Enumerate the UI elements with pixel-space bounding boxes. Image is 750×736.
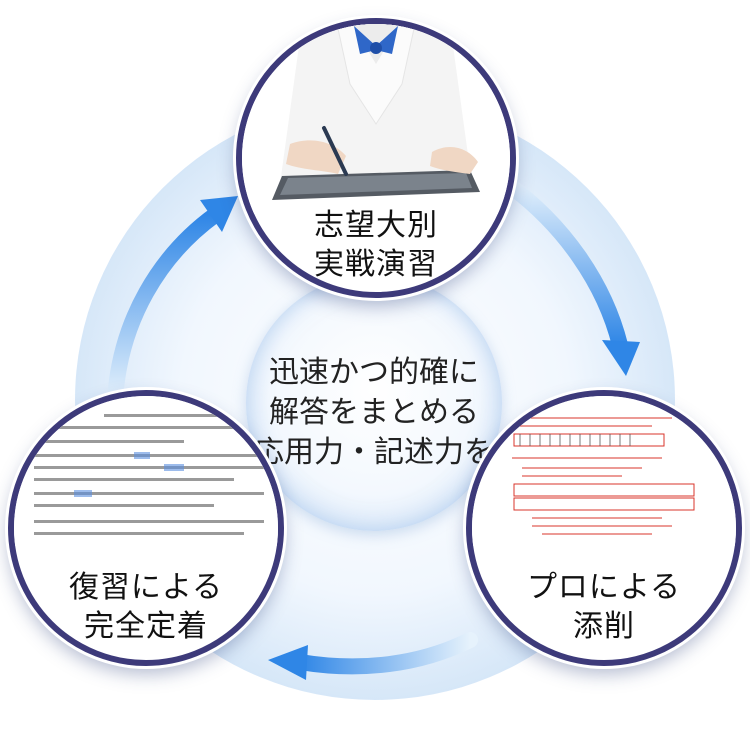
node-correction-line-1: プロによる bbox=[526, 570, 682, 605]
node-review: 復習による 完全定着 bbox=[8, 390, 284, 666]
center-message: 迅速かつ的確に 解答をまとめる 応用力・記述力を bbox=[246, 353, 502, 473]
node-practice-label: 志望大別 実戦演習 bbox=[242, 206, 510, 284]
node-review-line-1: 復習による bbox=[68, 570, 224, 605]
textbook-page-icon bbox=[14, 396, 278, 546]
node-practice-line-2: 実戦演習 bbox=[314, 247, 438, 282]
center-line-1: 迅速かつ的確に bbox=[269, 355, 479, 390]
node-review-label: 復習による 完全定着 bbox=[14, 568, 278, 646]
arrow-practice-to-correction bbox=[497, 174, 640, 376]
node-practice: 志望大別 実戦演習 bbox=[236, 18, 516, 298]
center-line-2: 解答をまとめる bbox=[269, 395, 479, 430]
center-line-3: 応用力・記述力を bbox=[254, 435, 494, 470]
center-message-circle: 迅速かつ的確に 解答をまとめる 応用力・記述力を bbox=[246, 275, 502, 531]
arrow-correction-to-review bbox=[268, 632, 478, 680]
node-correction-line-2: 添削 bbox=[573, 609, 635, 644]
corrected-answer-sheet-icon bbox=[472, 396, 736, 546]
student-writing-icon bbox=[242, 24, 510, 214]
node-review-line-2: 完全定着 bbox=[84, 609, 208, 644]
node-correction-label: プロによる 添削 bbox=[472, 568, 736, 646]
arrow-review-to-practice bbox=[107, 196, 238, 408]
node-correction: プロによる 添削 bbox=[466, 390, 742, 666]
node-practice-line-1: 志望大別 bbox=[314, 208, 438, 243]
